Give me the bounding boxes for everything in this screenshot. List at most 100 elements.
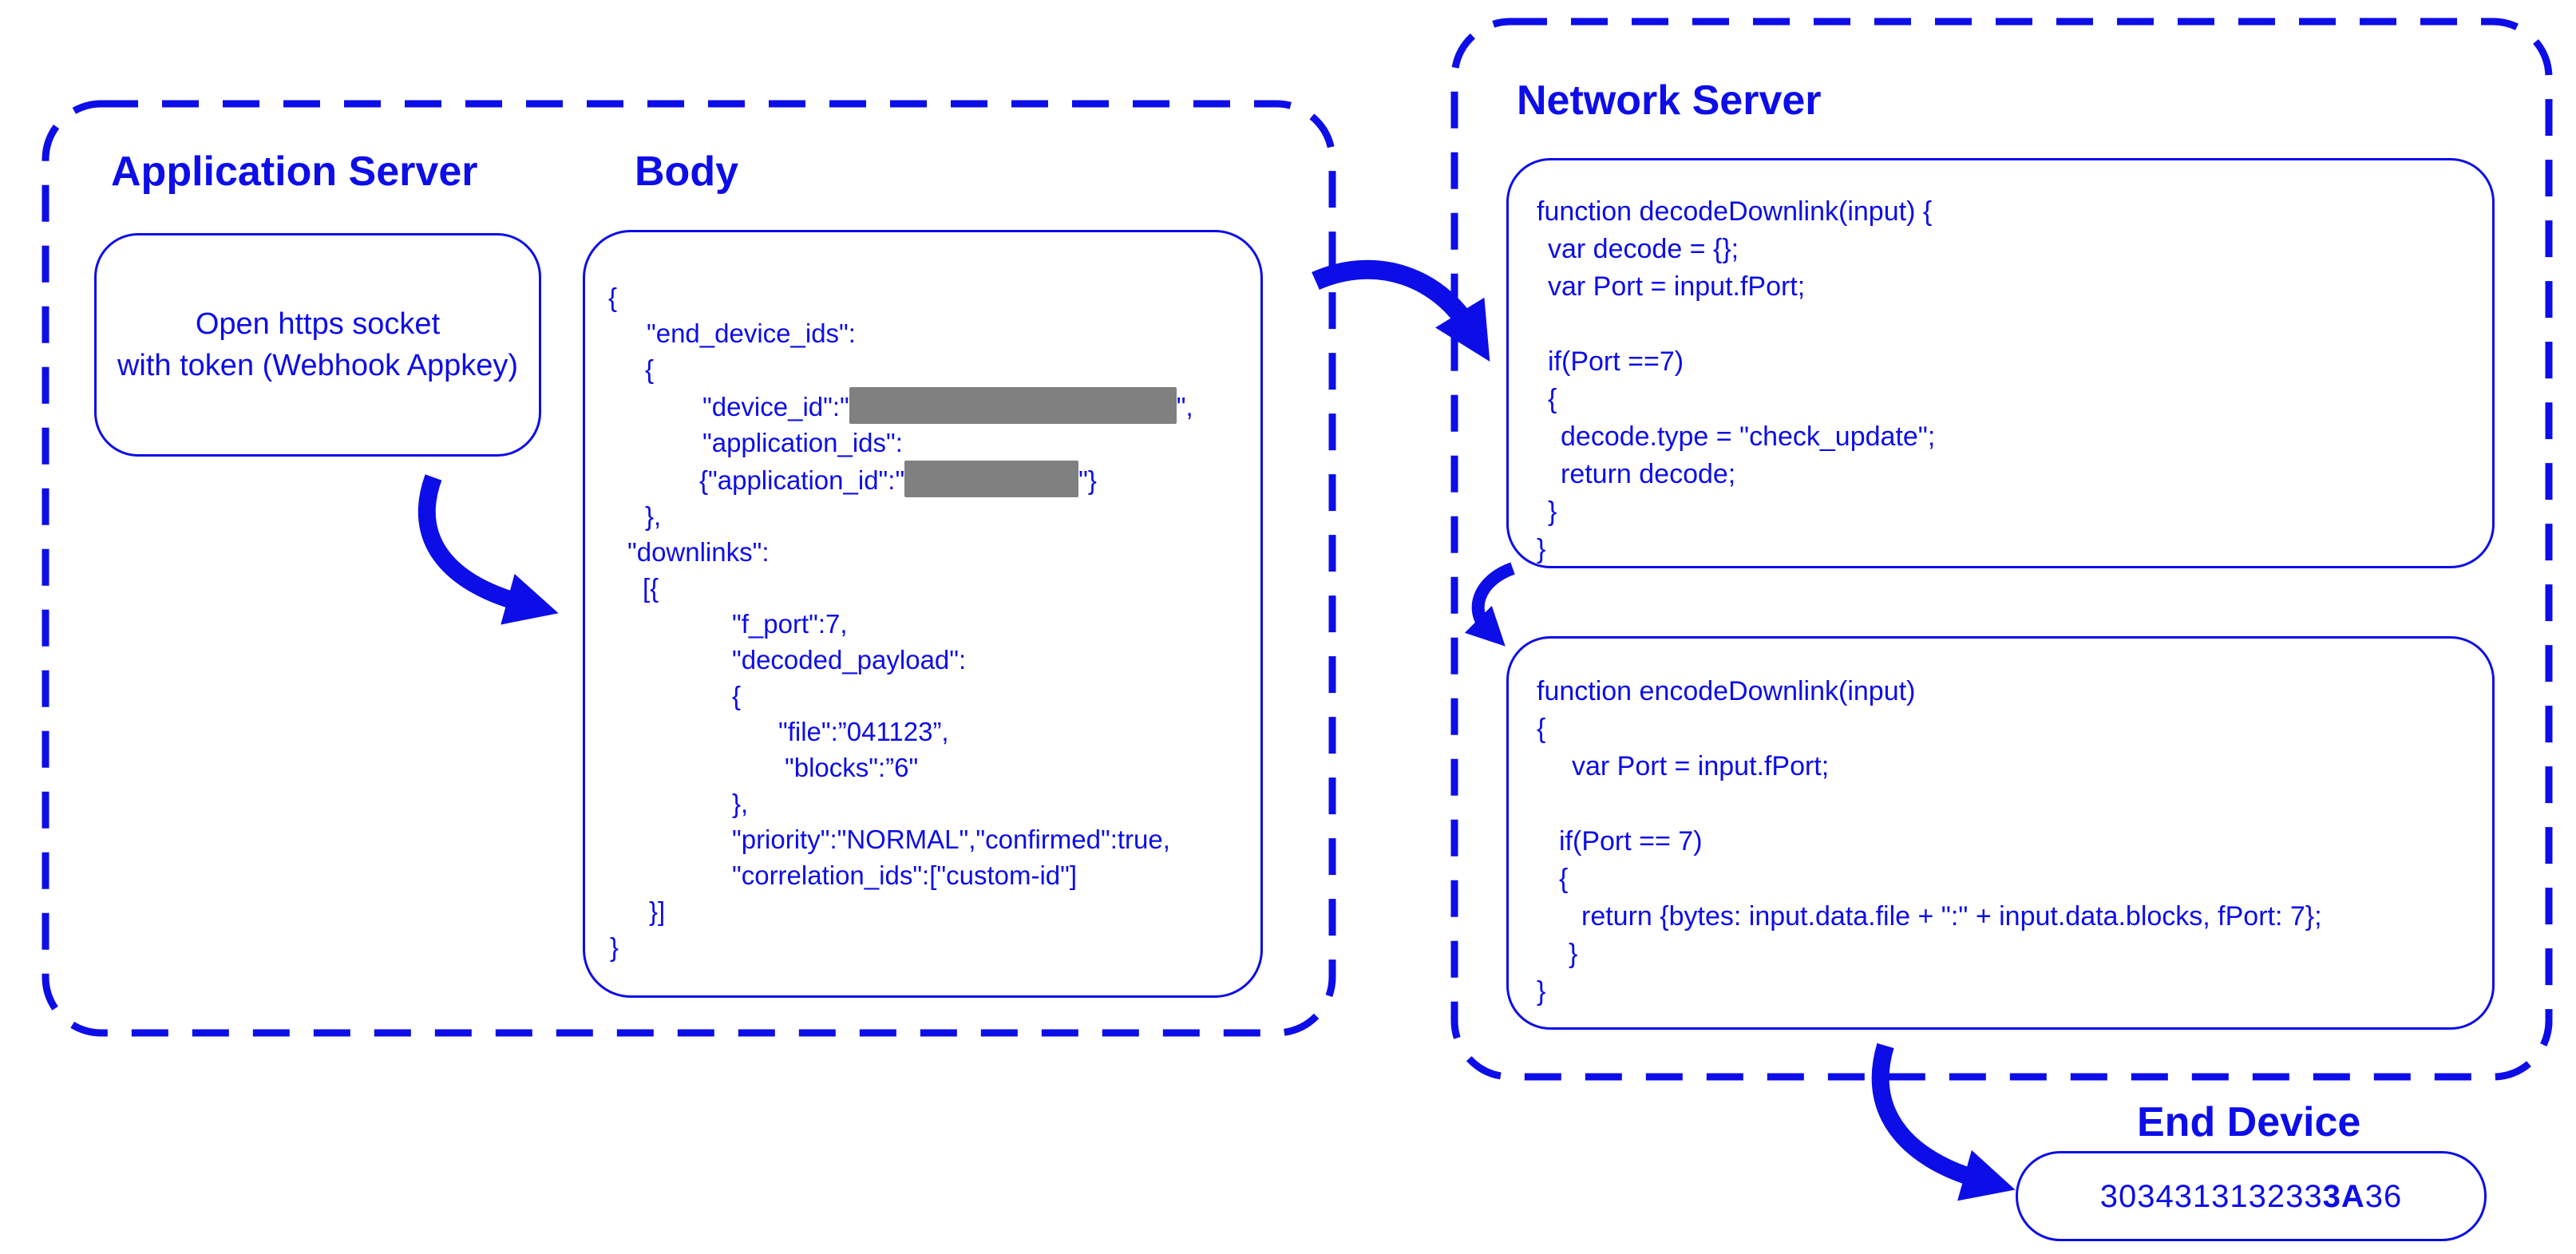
code-text: }] [649,896,666,926]
end-device-title: End Device [2137,1099,2361,1145]
https-socket-text-line1: Open https socket [195,307,441,341]
https-socket-text-line2: with token (Webhook Appkey) [117,349,518,382]
code-line: return {bytes: input.data.file + ":" + i… [1537,898,2322,936]
code-text: return decode; [1561,459,1736,489]
code-text: { [1548,384,1557,414]
code-line: if(Port ==7) [1537,343,1935,381]
code-text: ", [1176,392,1193,421]
code-line: "file":”041123”, [608,714,1193,750]
end-device-payload-prefix: 303431313233 [2099,1178,2323,1214]
code-text: { [1559,864,1569,894]
code-line: [{ [608,570,1193,606]
code-line [1537,785,2322,823]
arrow-appserver-to-networkserver [1312,259,1490,362]
code-text: return {bytes: input.data.file + ":" + i… [1581,901,2322,932]
arrow-decoder-to-encoder [1464,562,1516,647]
code-text: { [1537,714,1546,744]
code-line: "application_ids": [608,425,1193,461]
code-text: }, [732,789,749,818]
code-line: var Port = input.fPort; [1537,748,2322,785]
code-line: "decoded_payload": [608,642,1193,678]
code-text: if(Port ==7) [1548,346,1684,377]
code-text: } [1569,939,1578,969]
code-text: } [610,932,619,962]
code-line: "blocks":”6" [608,750,1193,785]
code-text: var Port = input.fPort; [1572,751,1830,781]
code-text: "downlinks": [627,537,770,567]
code-text: "} [1078,465,1097,495]
code-line: } [1537,493,1935,531]
code-text: var decode = {}; [1548,234,1739,264]
code-line: if(Port == 7) [1537,823,2322,860]
code-line: "f_port":7, [608,606,1193,642]
end-device-payload-bold: 3A [2322,1178,2365,1214]
application-server-container-border [42,100,1336,1037]
code-text: "blocks":”6" [785,753,919,782]
redacted-value [849,387,1177,424]
end-device-payload: 3034313132333A36 [2100,1176,2403,1217]
code-text: } [1537,534,1546,564]
code-line: { [608,678,1193,714]
code-text: function encodeDownlink(input) [1537,676,1916,706]
body-json-box [583,230,1263,998]
code-line: }] [608,893,1193,929]
network-server-container-border [1450,18,2553,1081]
code-line: return decode; [1537,456,1935,493]
code-line: { [608,351,1193,387]
code-line: var decode = {}; [1537,231,1935,268]
code-line: { [1537,710,2322,748]
code-line: { [608,279,1193,315]
code-text: decode.type = "check_update"; [1561,421,1936,452]
code-text: } [1537,976,1546,1007]
code-text: { [732,681,742,710]
code-line: { [1537,381,1935,418]
arrow-socket-to-body [417,474,559,625]
code-text: function decodeDownlink(input) { [1537,196,1933,227]
code-line: function decodeDownlink(input) { [1537,193,1935,231]
code-text: "file":”041123”, [778,717,949,746]
decode-downlink-code: function decodeDownlink(input) { var deco… [1537,193,1935,568]
code-line: } [608,929,1193,965]
network-server-title: Network Server [1517,77,1822,124]
code-line: var Port = input.fPort; [1537,268,1935,306]
code-line: "end_device_ids": [608,315,1193,351]
code-text: var Port = input.fPort; [1548,271,1806,302]
code-line: function encodeDownlink(input) [1537,673,2322,710]
code-line: "device_id":" ", [608,387,1193,425]
redacted-value [904,461,1079,497]
code-text: "application_ids": [702,428,903,457]
code-line: {"application_id":" "} [608,461,1193,498]
code-text: "priority":"NORMAL","confirmed":true, [732,825,1170,854]
code-text: } [1548,496,1557,527]
code-text: "f_port":7, [732,609,848,639]
code-text: "correlation_ids":["custom-id"] [732,860,1078,890]
code-line: }, [608,785,1193,821]
code-line: "downlinks": [608,534,1193,570]
body-json-code: { "end_device_ids": { "device_id":" ", "appli… [608,279,1193,965]
https-socket-box: Open https socket with token (Webhook Ap… [94,233,541,457]
code-line [1537,306,1935,343]
code-line: { [1537,860,2322,898]
arrow-networkserver-to-enddevice [1871,1042,2016,1201]
end-device-box: 3034313132333A36 [2016,1151,2487,1241]
decode-downlink-box [1506,158,2495,568]
code-text: "end_device_ids": [647,318,856,348]
code-line: "priority":"NORMAL","confirmed":true, [608,821,1193,857]
code-text: "decoded_payload": [732,645,967,674]
code-text: if(Port == 7) [1559,826,1703,856]
encode-downlink-code: function encodeDownlink(input) { var Port … [1537,673,2322,1011]
code-line: decode.type = "check_update"; [1537,418,1935,456]
application-server-title: Application Server [111,148,478,195]
encode-downlink-box [1506,636,2495,1030]
end-device-payload-suffix: 36 [2364,1178,2403,1214]
code-line: "correlation_ids":["custom-id"] [608,857,1193,893]
code-text: {"application_id":" [699,465,905,495]
code-text: "device_id":" [702,392,849,421]
code-text: { [608,283,618,312]
code-line: } [1537,936,2322,973]
code-text: { [645,354,655,384]
code-line: } [1537,531,1935,568]
code-text: [{ [643,573,659,603]
